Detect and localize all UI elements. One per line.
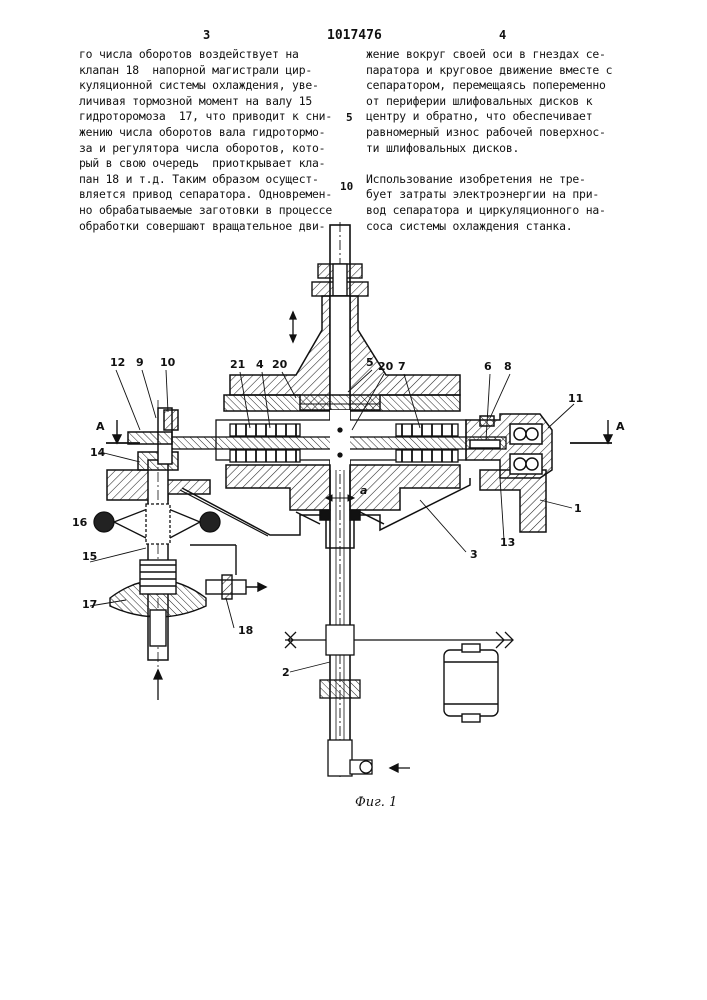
label-11: 11 [568,392,583,405]
centrifugal-regulator [94,504,220,544]
section-label-a-right: А [616,420,625,433]
label-5: 5 [366,356,374,369]
grinding-disks [166,410,506,470]
label-9: 9 [136,356,144,369]
lower-housing-3 [180,465,470,548]
label-6: 6 [484,360,492,373]
right-bearing-housing [466,414,552,478]
label-21: 21 [230,358,245,371]
label-8: 8 [504,360,512,373]
label-3: 3 [470,548,478,561]
label-12: 12 [110,356,125,369]
top-nut [312,264,368,296]
label-16: 16 [72,516,88,529]
label-17: 17 [82,598,97,611]
label-4: 4 [256,358,264,371]
upper-cone-housing [224,296,460,411]
electric-motor [444,644,498,722]
label-7: 7 [398,360,406,373]
figure-caption: Фиг. 1 [355,795,397,810]
label-20-left: 20 [272,358,288,371]
label-10: 10 [160,356,176,369]
label-20-right: 20 [378,360,394,373]
label-18: 18 [238,624,253,637]
label-1: 1 [574,502,582,515]
section-label-a-left: А [96,420,105,433]
label-13: 13 [500,536,515,549]
label-2: 2 [282,666,290,679]
dimension-label-a: a [360,484,367,497]
